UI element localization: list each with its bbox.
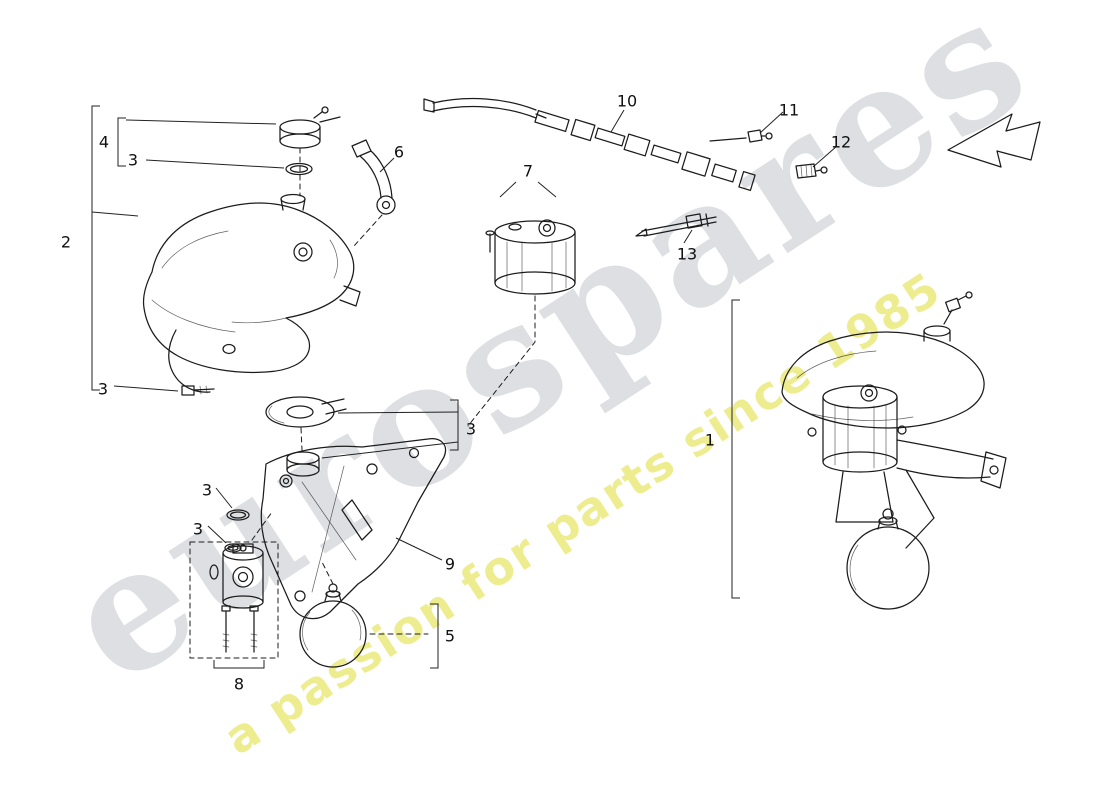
- callout-label-7: 7: [522, 161, 534, 181]
- callout-label-3: 3: [192, 519, 204, 539]
- callout-label-3: 3: [127, 150, 139, 170]
- complete-assembly-drawing: [781, 291, 1007, 610]
- callout-label-6: 6: [393, 142, 405, 162]
- bleed-rod-drawing: [635, 213, 717, 237]
- fluid-reservoir-drawing: [142, 193, 361, 396]
- callout-label-13: 13: [676, 244, 698, 264]
- technical-drawing-layer: [142, 97, 1041, 668]
- watermark-layer: eurospares a passion for parts since 198…: [32, 0, 1063, 765]
- callout-label-1: 1: [704, 430, 716, 450]
- callout-label-11: 11: [778, 100, 800, 120]
- callout-label-3: 3: [465, 419, 477, 439]
- valve-block-drawing: [189, 511, 279, 659]
- pump-motor-drawing: [467, 219, 576, 427]
- callout-label-10: 10: [616, 91, 638, 111]
- clamp-drawing: [709, 129, 773, 143]
- reservoir-cap-drawing: [279, 106, 341, 197]
- hose-line-assembly-drawing: [423, 97, 756, 192]
- callout-label-8: 8: [233, 674, 245, 694]
- cam-disc-drawing: [265, 396, 347, 451]
- callout-label-4: 4: [98, 132, 110, 152]
- callout-label-2: 2: [60, 232, 72, 252]
- callout-label-3: 3: [201, 480, 213, 500]
- callout-label-9: 9: [444, 554, 456, 574]
- mounting-bracket-drawing: [260, 438, 447, 620]
- accumulator-sphere-drawing: [299, 561, 429, 668]
- hose-fitting-drawing: [351, 139, 396, 247]
- callout-label-3: 3: [97, 379, 109, 399]
- callout-leader-lines: [91, 105, 838, 669]
- callout-label-12: 12: [830, 132, 852, 152]
- direction-arrow-icon: [947, 113, 1041, 168]
- callout-label-5: 5: [444, 626, 456, 646]
- connector-fitting-drawing: [795, 163, 828, 179]
